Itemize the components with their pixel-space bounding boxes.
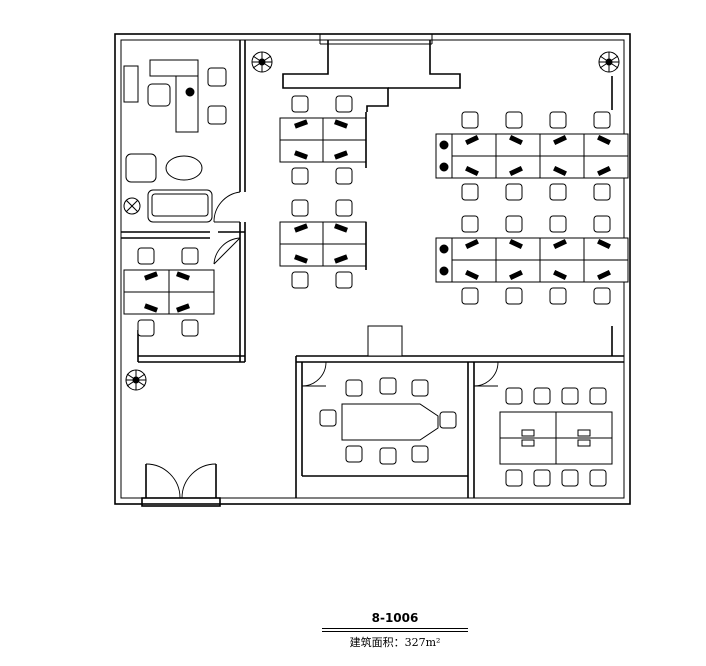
right-workstations (435, 111, 629, 305)
manager-office (121, 40, 246, 239)
area-value: 327m² (404, 636, 441, 649)
office-chair-icon (147, 83, 171, 107)
office-chair-icon (207, 105, 227, 125)
door-swing-icon (213, 191, 241, 223)
door-swing-icon (301, 361, 327, 387)
meeting-rooms (295, 325, 624, 498)
title-rule (322, 628, 468, 632)
plan-title-block: 8-1006 建筑面积：327m² (320, 610, 470, 650)
sofa-icon (125, 153, 157, 183)
central-workstations (279, 95, 367, 289)
left-office (123, 237, 246, 363)
door-swing-icon (473, 361, 499, 387)
table-icon (165, 155, 203, 181)
door-swing-icon (181, 463, 217, 499)
door-swing-icon (145, 463, 181, 499)
potted-plant-icon (125, 51, 620, 391)
door-swing-icon (213, 237, 241, 265)
office-chair-icon (207, 67, 227, 87)
unit-id: 8-1006 (371, 611, 419, 625)
office-chair-icon (461, 111, 611, 305)
entrance-door (141, 463, 221, 507)
office-chair-icon (319, 377, 457, 465)
office-chair-icon (137, 247, 199, 337)
table-icon (341, 403, 439, 441)
office-chair-icon (291, 95, 353, 289)
office-chair-icon (505, 387, 607, 487)
core-notch (282, 40, 461, 112)
area-row: 建筑面积：327m² (320, 636, 470, 650)
area-label: 建筑面积： (349, 636, 405, 649)
